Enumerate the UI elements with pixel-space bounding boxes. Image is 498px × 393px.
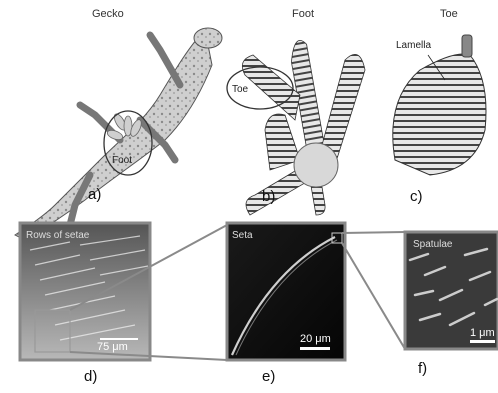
toe-callout-label: Toe	[232, 84, 249, 95]
panel-letter-e: e)	[262, 368, 275, 385]
seta-scale: 20 μm	[300, 333, 331, 345]
spatulae-scale: 1 μm	[470, 327, 495, 339]
panel-letter-f: f)	[418, 360, 427, 377]
foot-callout-label: Foot	[112, 155, 132, 166]
seta-title: Seta	[232, 230, 253, 241]
panel-letter-b: b)	[262, 188, 275, 205]
foot-title: Foot	[292, 8, 314, 20]
setae-rows-title: Rows of setae	[26, 230, 90, 241]
foot-illustration	[227, 39, 365, 215]
panel-letter-a: a)	[88, 186, 101, 203]
toe-title: Toe	[440, 8, 458, 20]
panel-letter-d: d)	[84, 368, 97, 385]
spatulae-title: Spatulae	[413, 239, 453, 250]
gecko-illustration	[15, 28, 222, 240]
lamella-callout-label: Lamella	[396, 40, 431, 51]
setae-rows-micrograph	[20, 223, 150, 360]
gecko-title: Gecko	[92, 8, 124, 20]
setae-rows-scale: 75 μm	[97, 341, 128, 353]
toe-illustration	[393, 35, 486, 175]
panel-letter-c: c)	[410, 188, 423, 205]
